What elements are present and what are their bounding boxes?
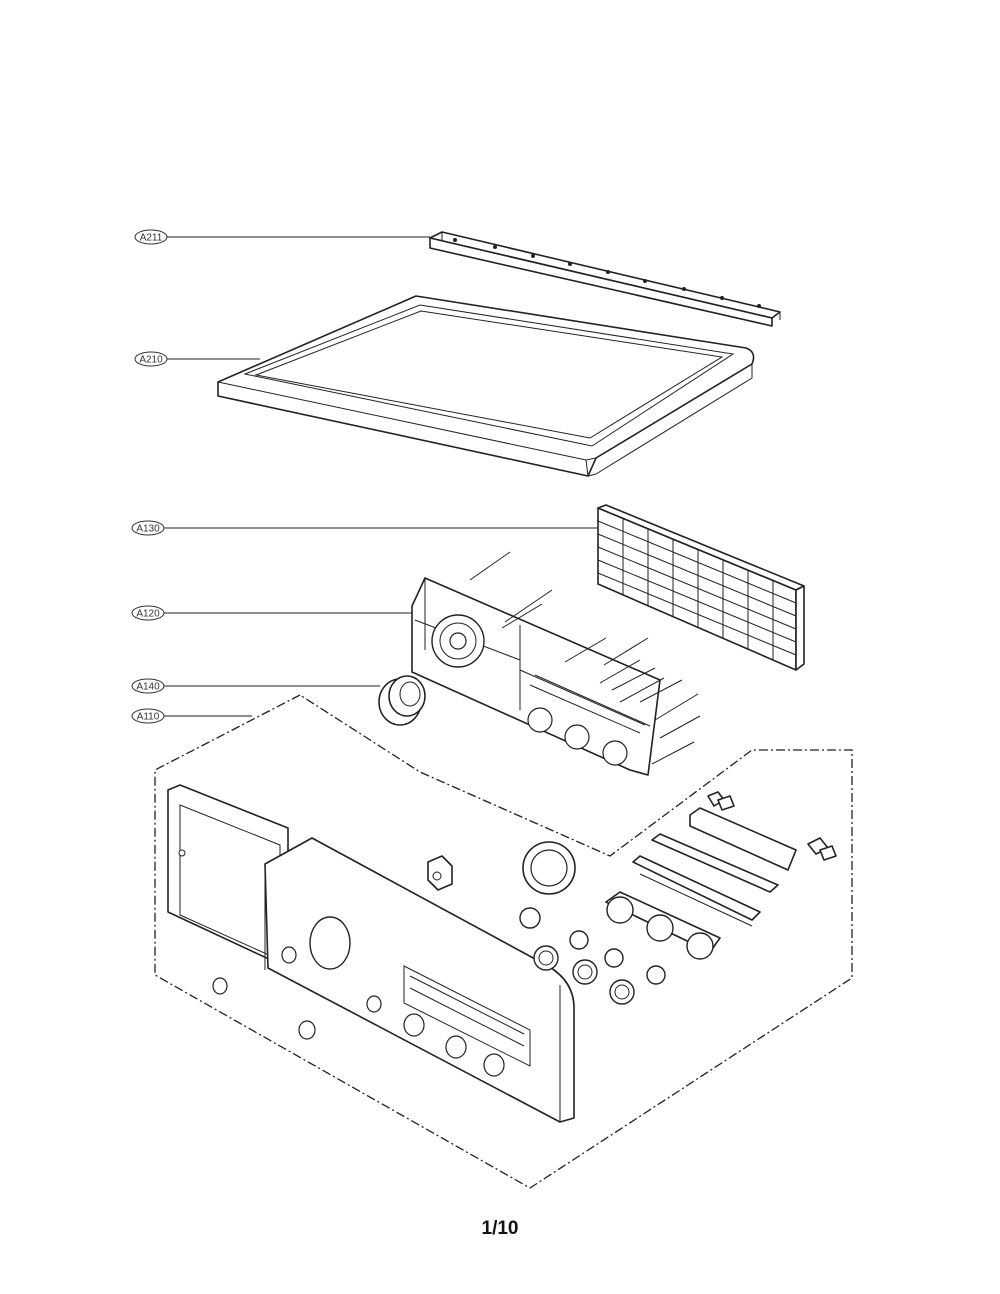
part-a120-control-frame [411,551,701,776]
callout-a110[interactable]: A110 [131,708,252,724]
callout-a120[interactable]: A120 [131,605,412,621]
callout-a130-label: A130 [136,524,160,535]
a110-assembly-boundary [154,694,853,1189]
part-a110-control-panel [167,784,575,1123]
part-a140-knob [378,675,426,726]
callout-a110-label: A110 [137,712,160,723]
page-number: 1/10 [481,1218,519,1239]
part-a130-grille [597,504,805,671]
callout-a210[interactable]: A210 [134,351,260,367]
part-a210-top-cover [217,295,755,477]
part-a211-bracket [429,231,781,327]
part-a110-small-components [427,791,837,1005]
callout-a120-label: A120 [136,609,160,620]
callout-a210-label: A210 [139,355,163,366]
callout-a130[interactable]: A130 [131,520,598,536]
callout-a211-label: A211 [140,233,163,244]
callout-a140[interactable]: A140 [131,678,380,694]
callout-a211[interactable]: A211 [134,229,430,245]
callout-a140-label: A140 [136,682,160,693]
